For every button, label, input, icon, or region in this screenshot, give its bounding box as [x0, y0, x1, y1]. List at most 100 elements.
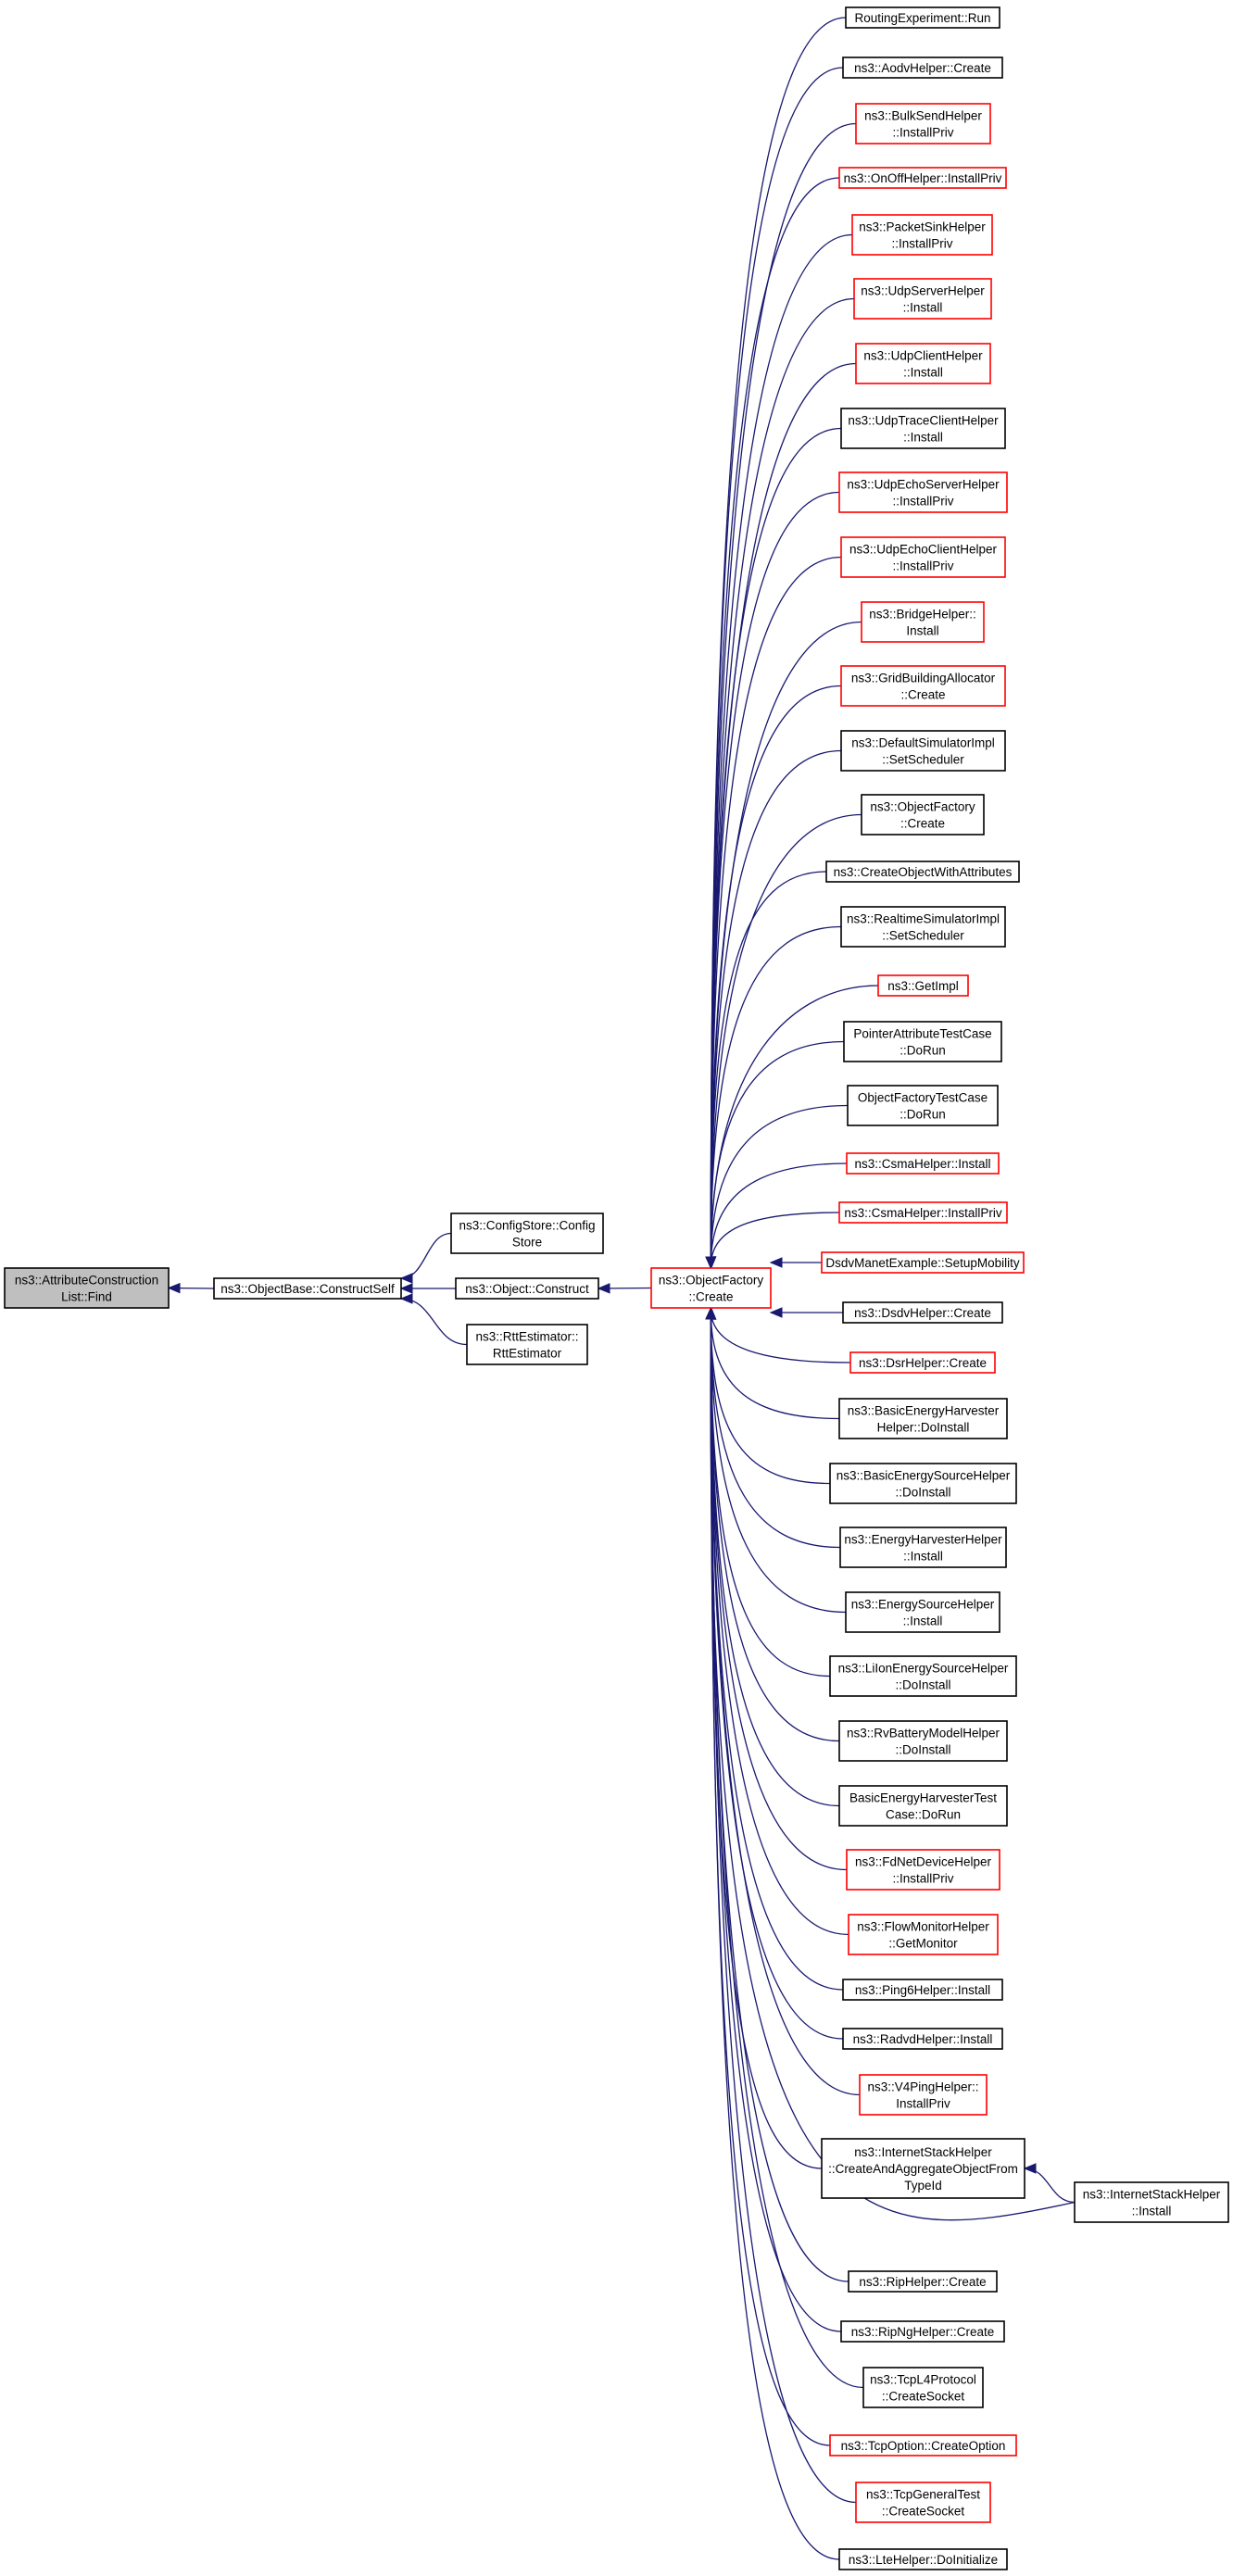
node-c25[interactable]: ns3::BasicEnergyHarvesterHelper::DoInsta…: [838, 1398, 1008, 1439]
node-c7[interactable]: ns3::UdpClientHelper::Install: [855, 343, 991, 384]
node-c32[interactable]: ns3::FdNetDeviceHelper::InstallPriv: [846, 1849, 1000, 1891]
node-label: ::InstallPriv: [891, 237, 952, 251]
arrowhead-c22-to-objectFactoryCreate: [769, 1257, 783, 1268]
node-c2[interactable]: ns3::AodvHelper::Create: [842, 57, 1003, 79]
edge-c13-to-objectFactoryCreate: [710, 749, 842, 1269]
node-c8[interactable]: ns3::UdpTraceClientHelper::Install: [840, 408, 1006, 449]
node-label: ns3::GridBuildingAllocator: [851, 672, 996, 685]
node-label: ::InstallPriv: [892, 495, 953, 509]
node-box: [1074, 2181, 1229, 2223]
node-c30[interactable]: ns3::RvBatteryModelHelper::DoInstall: [838, 1720, 1008, 1762]
node-c43[interactable]: ns3::LteHelper::DoInitialize: [838, 2548, 1008, 2570]
node-label: ns3::ObjectBase::ConstructSelf: [220, 1282, 395, 1296]
edge-c3-to-objectFactoryCreate: [710, 122, 857, 1269]
node-box: [853, 278, 992, 320]
node-box: [877, 974, 969, 997]
node-c1[interactable]: RoutingExperiment::Run: [845, 6, 1000, 29]
node-c11[interactable]: ns3::BridgeHelper::Install: [861, 601, 985, 643]
node-label: ::Create: [900, 688, 945, 702]
node-label: RoutingExperiment::Run: [854, 11, 990, 25]
node-rttEstimator[interactable]: ns3::RttEstimator::RttEstimator: [466, 1324, 588, 1365]
node-c26[interactable]: ns3::BasicEnergySourceHelper::DoInstall: [829, 1463, 1017, 1504]
node-c19[interactable]: ObjectFactoryTestCase::DoRun: [847, 1085, 999, 1126]
node-c28[interactable]: ns3::EnergySourceHelper::Install: [845, 1591, 1000, 1633]
node-label: ns3::Ping6Helper::Install: [855, 1983, 990, 1997]
node-box: [840, 536, 1006, 578]
node-label: ns3::TcpOption::CreateOption: [841, 2439, 1006, 2453]
node-c23[interactable]: ns3::DsdvHelper::Create: [842, 1301, 1003, 1324]
node-label: BasicEnergyHarvesterTest: [849, 1791, 997, 1805]
node-box: [650, 1267, 772, 1309]
node-box: [840, 730, 1006, 772]
node-label: ns3::FdNetDeviceHelper: [855, 1855, 992, 1869]
node-label: ::DoInstall: [895, 1678, 950, 1692]
node-c15[interactable]: ns3::CreateObjectWithAttributes: [825, 861, 1020, 883]
node-c16[interactable]: ns3::RealtimeSimulatorImpl::SetScheduler: [840, 906, 1006, 948]
node-c3[interactable]: ns3::BulkSendHelper::InstallPriv: [855, 103, 991, 145]
node-c37[interactable]: ns3::InternetStackHelper::CreateAndAggre…: [821, 2138, 1025, 2199]
node-c13[interactable]: ns3::DefaultSimulatorImpl::SetScheduler: [840, 730, 1006, 772]
node-box: [829, 2434, 1017, 2457]
edge-c12-to-objectFactoryCreate: [710, 685, 842, 1269]
node-c18[interactable]: PointerAttributeTestCase::DoRun: [843, 1021, 1002, 1062]
edge-c15-to-objectFactoryCreate: [710, 871, 827, 1269]
node-c40[interactable]: ns3::TcpL4Protocol::CreateSocket: [862, 2367, 984, 2408]
node-c17[interactable]: ns3::GetImpl: [877, 974, 969, 997]
node-c10[interactable]: ns3::UdpEchoClientHelper::InstallPriv: [840, 536, 1006, 578]
node-box: [838, 1398, 1008, 1439]
node-c12[interactable]: ns3::GridBuildingAllocator::Create: [840, 665, 1006, 707]
node-label: DsdvManetExample::SetupMobility: [825, 1256, 1020, 1270]
node-c22[interactable]: DsdvManetExample::SetupMobility: [821, 1251, 1025, 1274]
node-label: ns3::DsdvHelper::Create: [854, 1306, 991, 1320]
node-box: [4, 1267, 170, 1309]
node-c35[interactable]: ns3::RadvdHelper::Install: [842, 2028, 1003, 2050]
node-box: [855, 343, 991, 384]
node-c41[interactable]: ns3::TcpOption::CreateOption: [829, 2434, 1017, 2457]
node-c33[interactable]: ns3::FlowMonitorHelper::GetMonitor: [848, 1914, 999, 1955]
node-label: ::Install: [903, 366, 943, 380]
node-configStore[interactable]: ns3::ConfigStore::ConfigStore: [450, 1213, 604, 1254]
node-label: ::Install: [903, 431, 943, 445]
node-box: [855, 103, 991, 145]
edge-c14-to-objectFactoryCreate: [710, 813, 862, 1269]
node-c4[interactable]: ns3::OnOffHelper::InstallPriv: [838, 167, 1007, 189]
node-c39[interactable]: ns3::RipNgHelper::Create: [840, 2320, 1005, 2343]
node-c5[interactable]: ns3::PacketSinkHelper::InstallPriv: [851, 214, 993, 256]
arrowhead-isInstall-to-c37: [1023, 2163, 1037, 2174]
node-c36[interactable]: ns3::V4PingHelper::InstallPriv: [859, 2074, 988, 2116]
node-c20[interactable]: ns3::CsmaHelper::Install: [846, 1152, 1000, 1175]
node-c21[interactable]: ns3::CsmaHelper::InstallPriv: [838, 1201, 1008, 1224]
node-c14[interactable]: ns3::ObjectFactory::Create: [861, 794, 985, 836]
node-isInstall[interactable]: ns3::InternetStackHelper::Install: [1074, 2181, 1229, 2223]
edge-c9-to-objectFactoryCreate: [710, 491, 840, 1269]
node-c24[interactable]: ns3::DsrHelper::Create: [849, 1351, 996, 1374]
node-objectFactoryCreate[interactable]: ns3::ObjectFactory::Create: [650, 1267, 772, 1309]
node-c42[interactable]: ns3::TcpGeneralTest::CreateSocket: [855, 2482, 991, 2523]
node-c9[interactable]: ns3::UdpEchoServerHelper::InstallPriv: [838, 471, 1008, 513]
node-box: [843, 1021, 1002, 1062]
node-c38[interactable]: ns3::RipHelper::Create: [848, 2270, 998, 2293]
node-box: [840, 906, 1006, 948]
node-c6[interactable]: ns3::UdpServerHelper::Install: [853, 278, 992, 320]
node-label: ObjectFactoryTestCase: [858, 1091, 988, 1105]
node-label: ::Install: [1132, 2205, 1172, 2218]
node-c34[interactable]: ns3::Ping6Helper::Install: [842, 1979, 1003, 2001]
edge-c28-to-objectFactoryCreate: [710, 1307, 847, 1614]
node-label: ns3::ObjectFactory: [659, 1274, 764, 1288]
node-constructSelf[interactable]: ns3::ObjectBase::ConstructSelf: [213, 1277, 402, 1300]
node-label: ns3::UdpTraceClientHelper: [848, 414, 999, 428]
node-label: ns3::RttEstimator::: [475, 1330, 578, 1344]
node-c27[interactable]: ns3::EnergyHarvesterHelper::Install: [839, 1527, 1007, 1568]
node-box: [838, 1720, 1008, 1762]
node-label: ns3::LiIonEnergySourceHelper: [838, 1662, 1009, 1676]
node-c29[interactable]: ns3::LiIonEnergySourceHelper::DoInstall: [829, 1655, 1017, 1697]
node-label: ns3::BulkSendHelper: [864, 109, 982, 123]
node-box: [455, 1277, 599, 1300]
edge-c31-to-objectFactoryCreate: [710, 1307, 840, 1807]
node-box: [842, 2028, 1003, 2050]
node-objectConstruct[interactable]: ns3::Object::Construct: [455, 1277, 599, 1300]
arrowhead-c43-to-objectFactoryCreate: [705, 1306, 717, 1320]
node-box: [829, 1655, 1017, 1697]
